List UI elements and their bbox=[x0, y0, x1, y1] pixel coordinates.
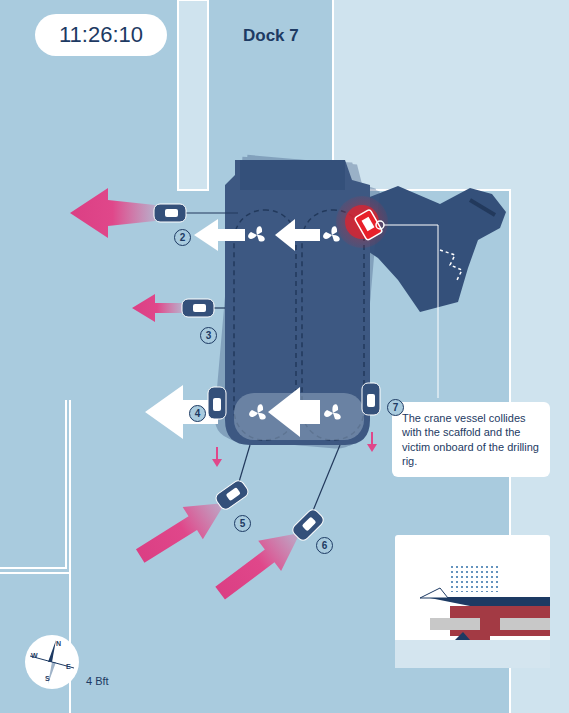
compass-letter: W bbox=[31, 652, 38, 659]
wind-force: 4 Bft bbox=[86, 675, 109, 687]
callout-number: 7 bbox=[387, 399, 404, 416]
compass-letter: S bbox=[45, 675, 50, 682]
dock-name: Dock 7 bbox=[243, 26, 299, 46]
callout-number: 2 bbox=[174, 229, 191, 246]
time-pill: 11:26:10 bbox=[35, 14, 167, 56]
callout-box: The crane vessel collides with the scaff… bbox=[392, 402, 550, 477]
node-text: The crane vessel collides with the scaff… bbox=[402, 411, 540, 468]
callout-number: 4 bbox=[189, 405, 206, 422]
callout-number: 3 bbox=[200, 327, 217, 344]
compass-letter: N bbox=[56, 640, 61, 647]
compass-letter: E bbox=[66, 663, 71, 670]
node-text: 11:26:10 bbox=[59, 22, 143, 48]
callout-number: 5 bbox=[234, 515, 251, 532]
callout-number: 6 bbox=[316, 537, 333, 554]
